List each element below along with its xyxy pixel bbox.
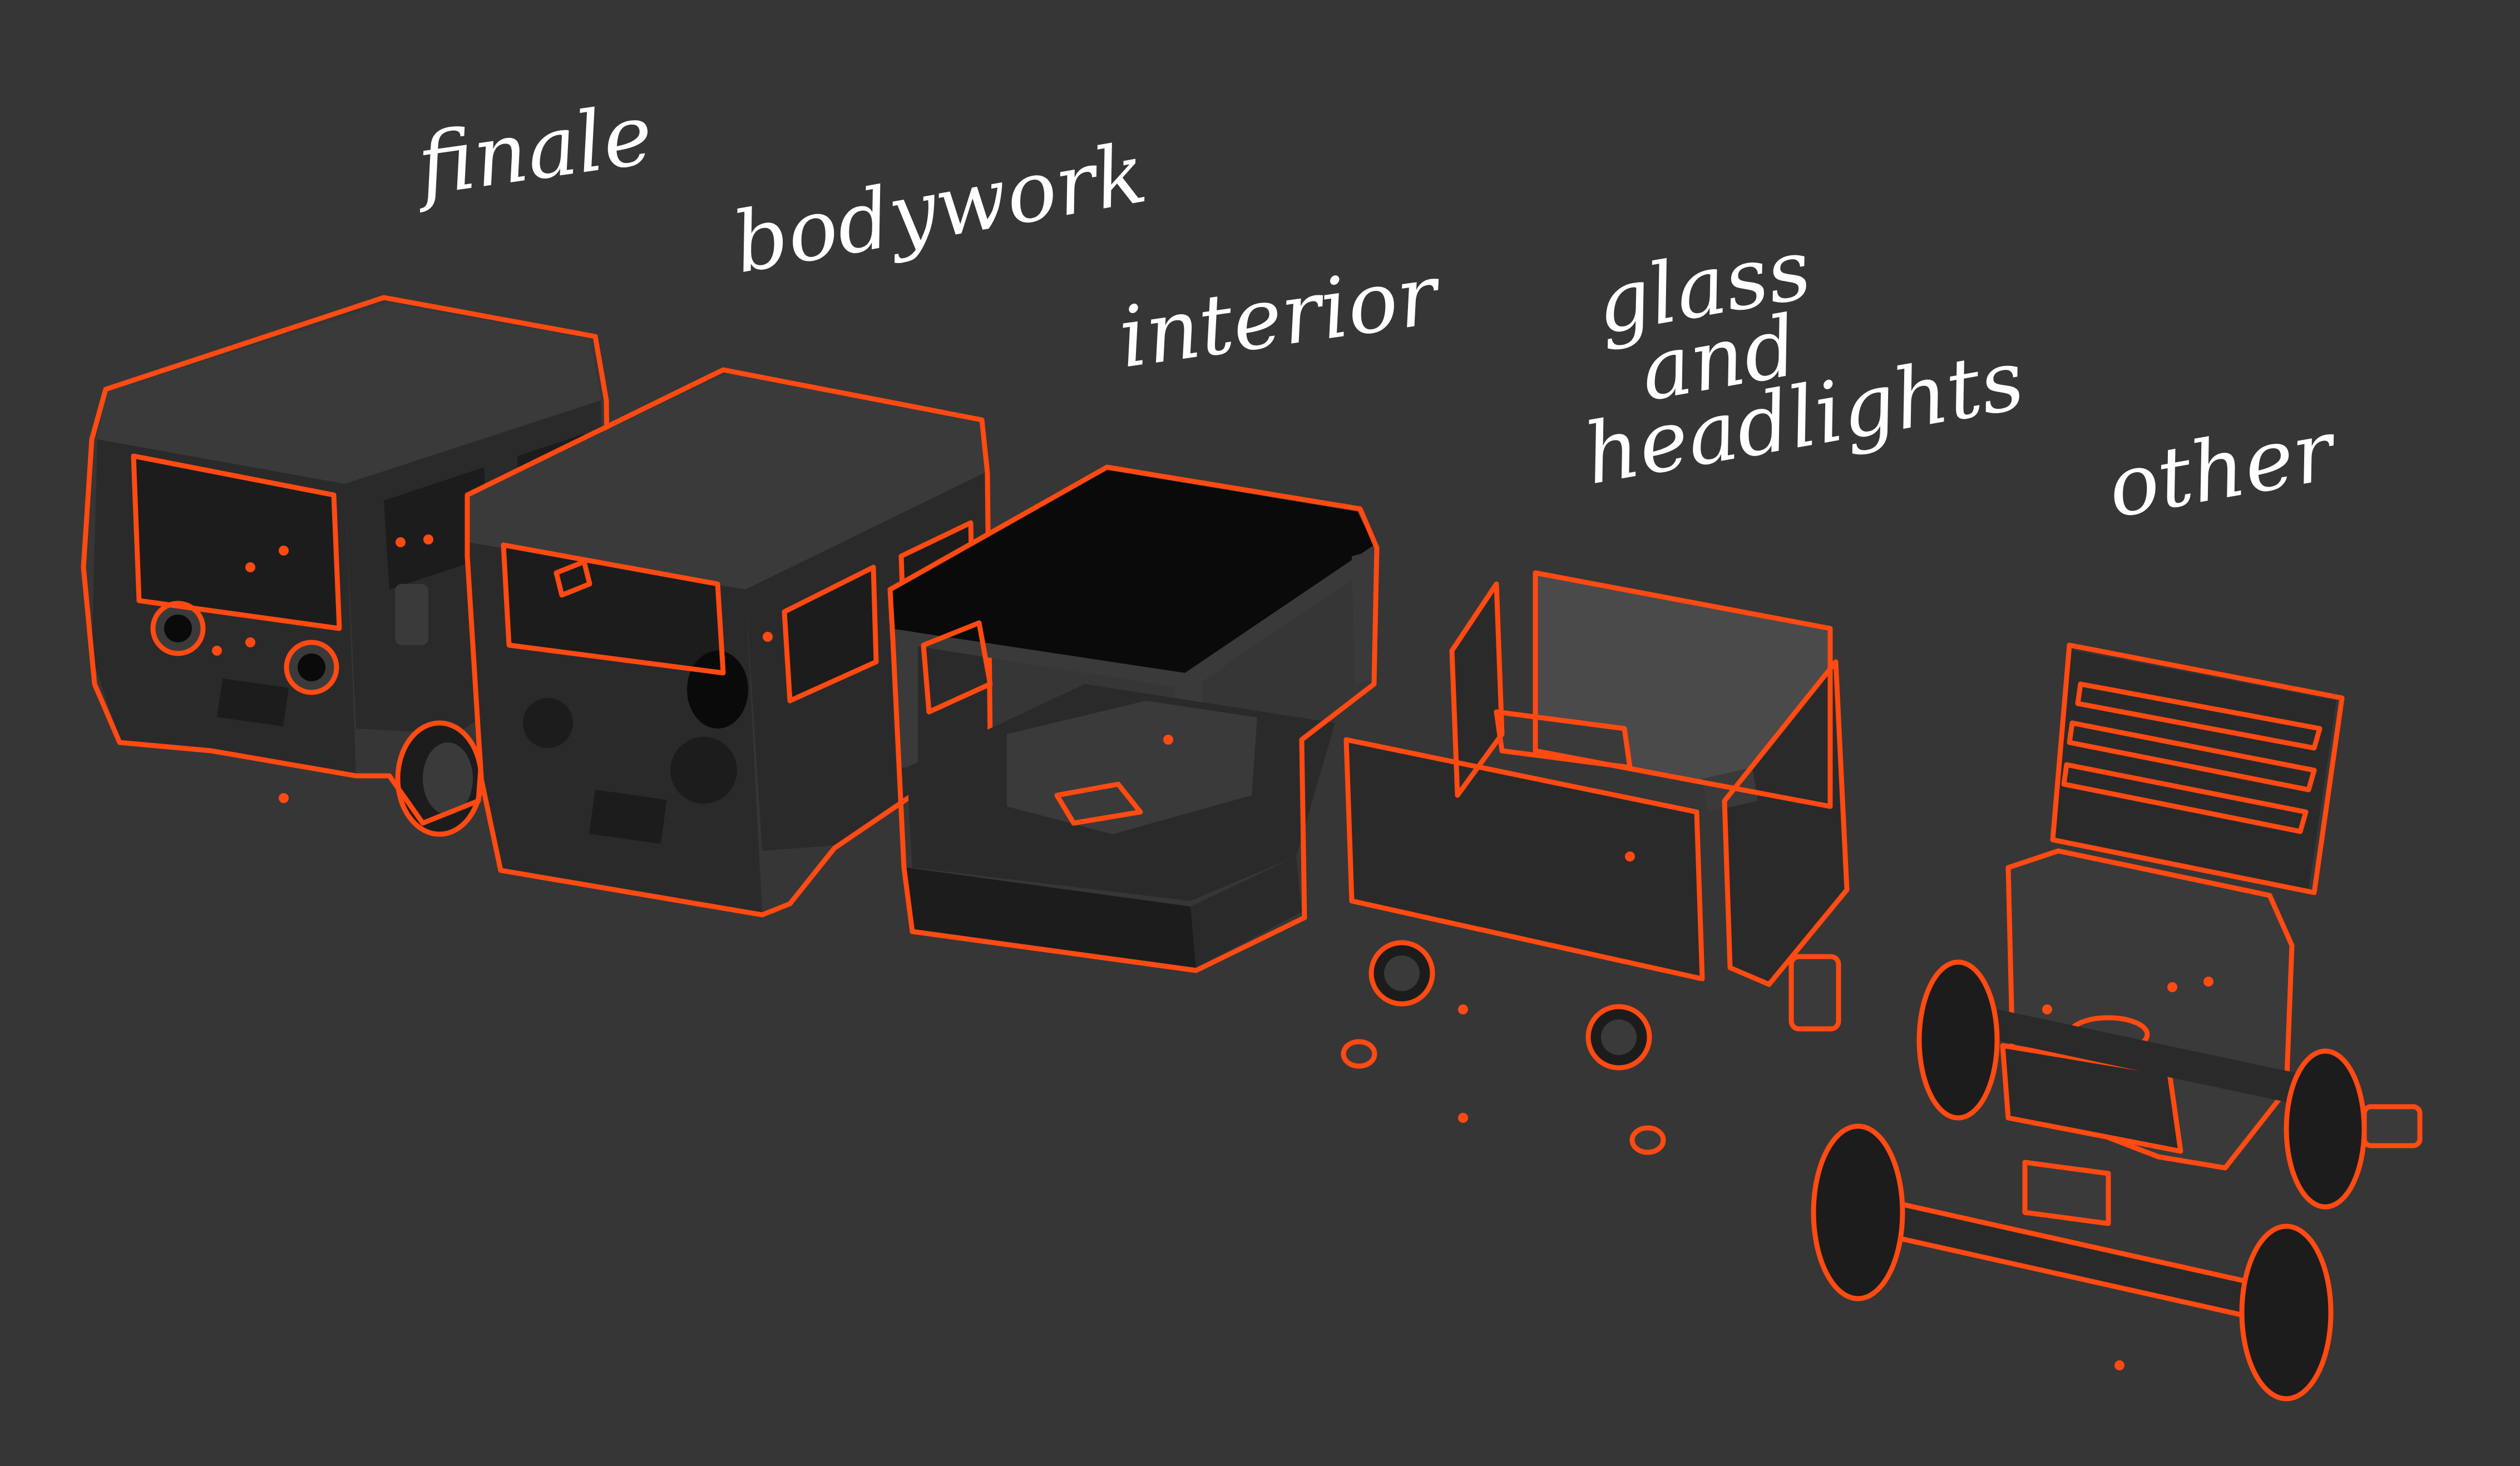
label-finale: finale [407,86,659,215]
model-glass-headlights[interactable] [1341,570,1850,1155]
model-interior[interactable] [887,464,1380,973]
model-other[interactable] [1811,642,2423,1401]
label-interior: interior [1113,246,1448,387]
label-bodywork: bodywork [727,125,1153,292]
label-other: other [2101,402,2345,537]
